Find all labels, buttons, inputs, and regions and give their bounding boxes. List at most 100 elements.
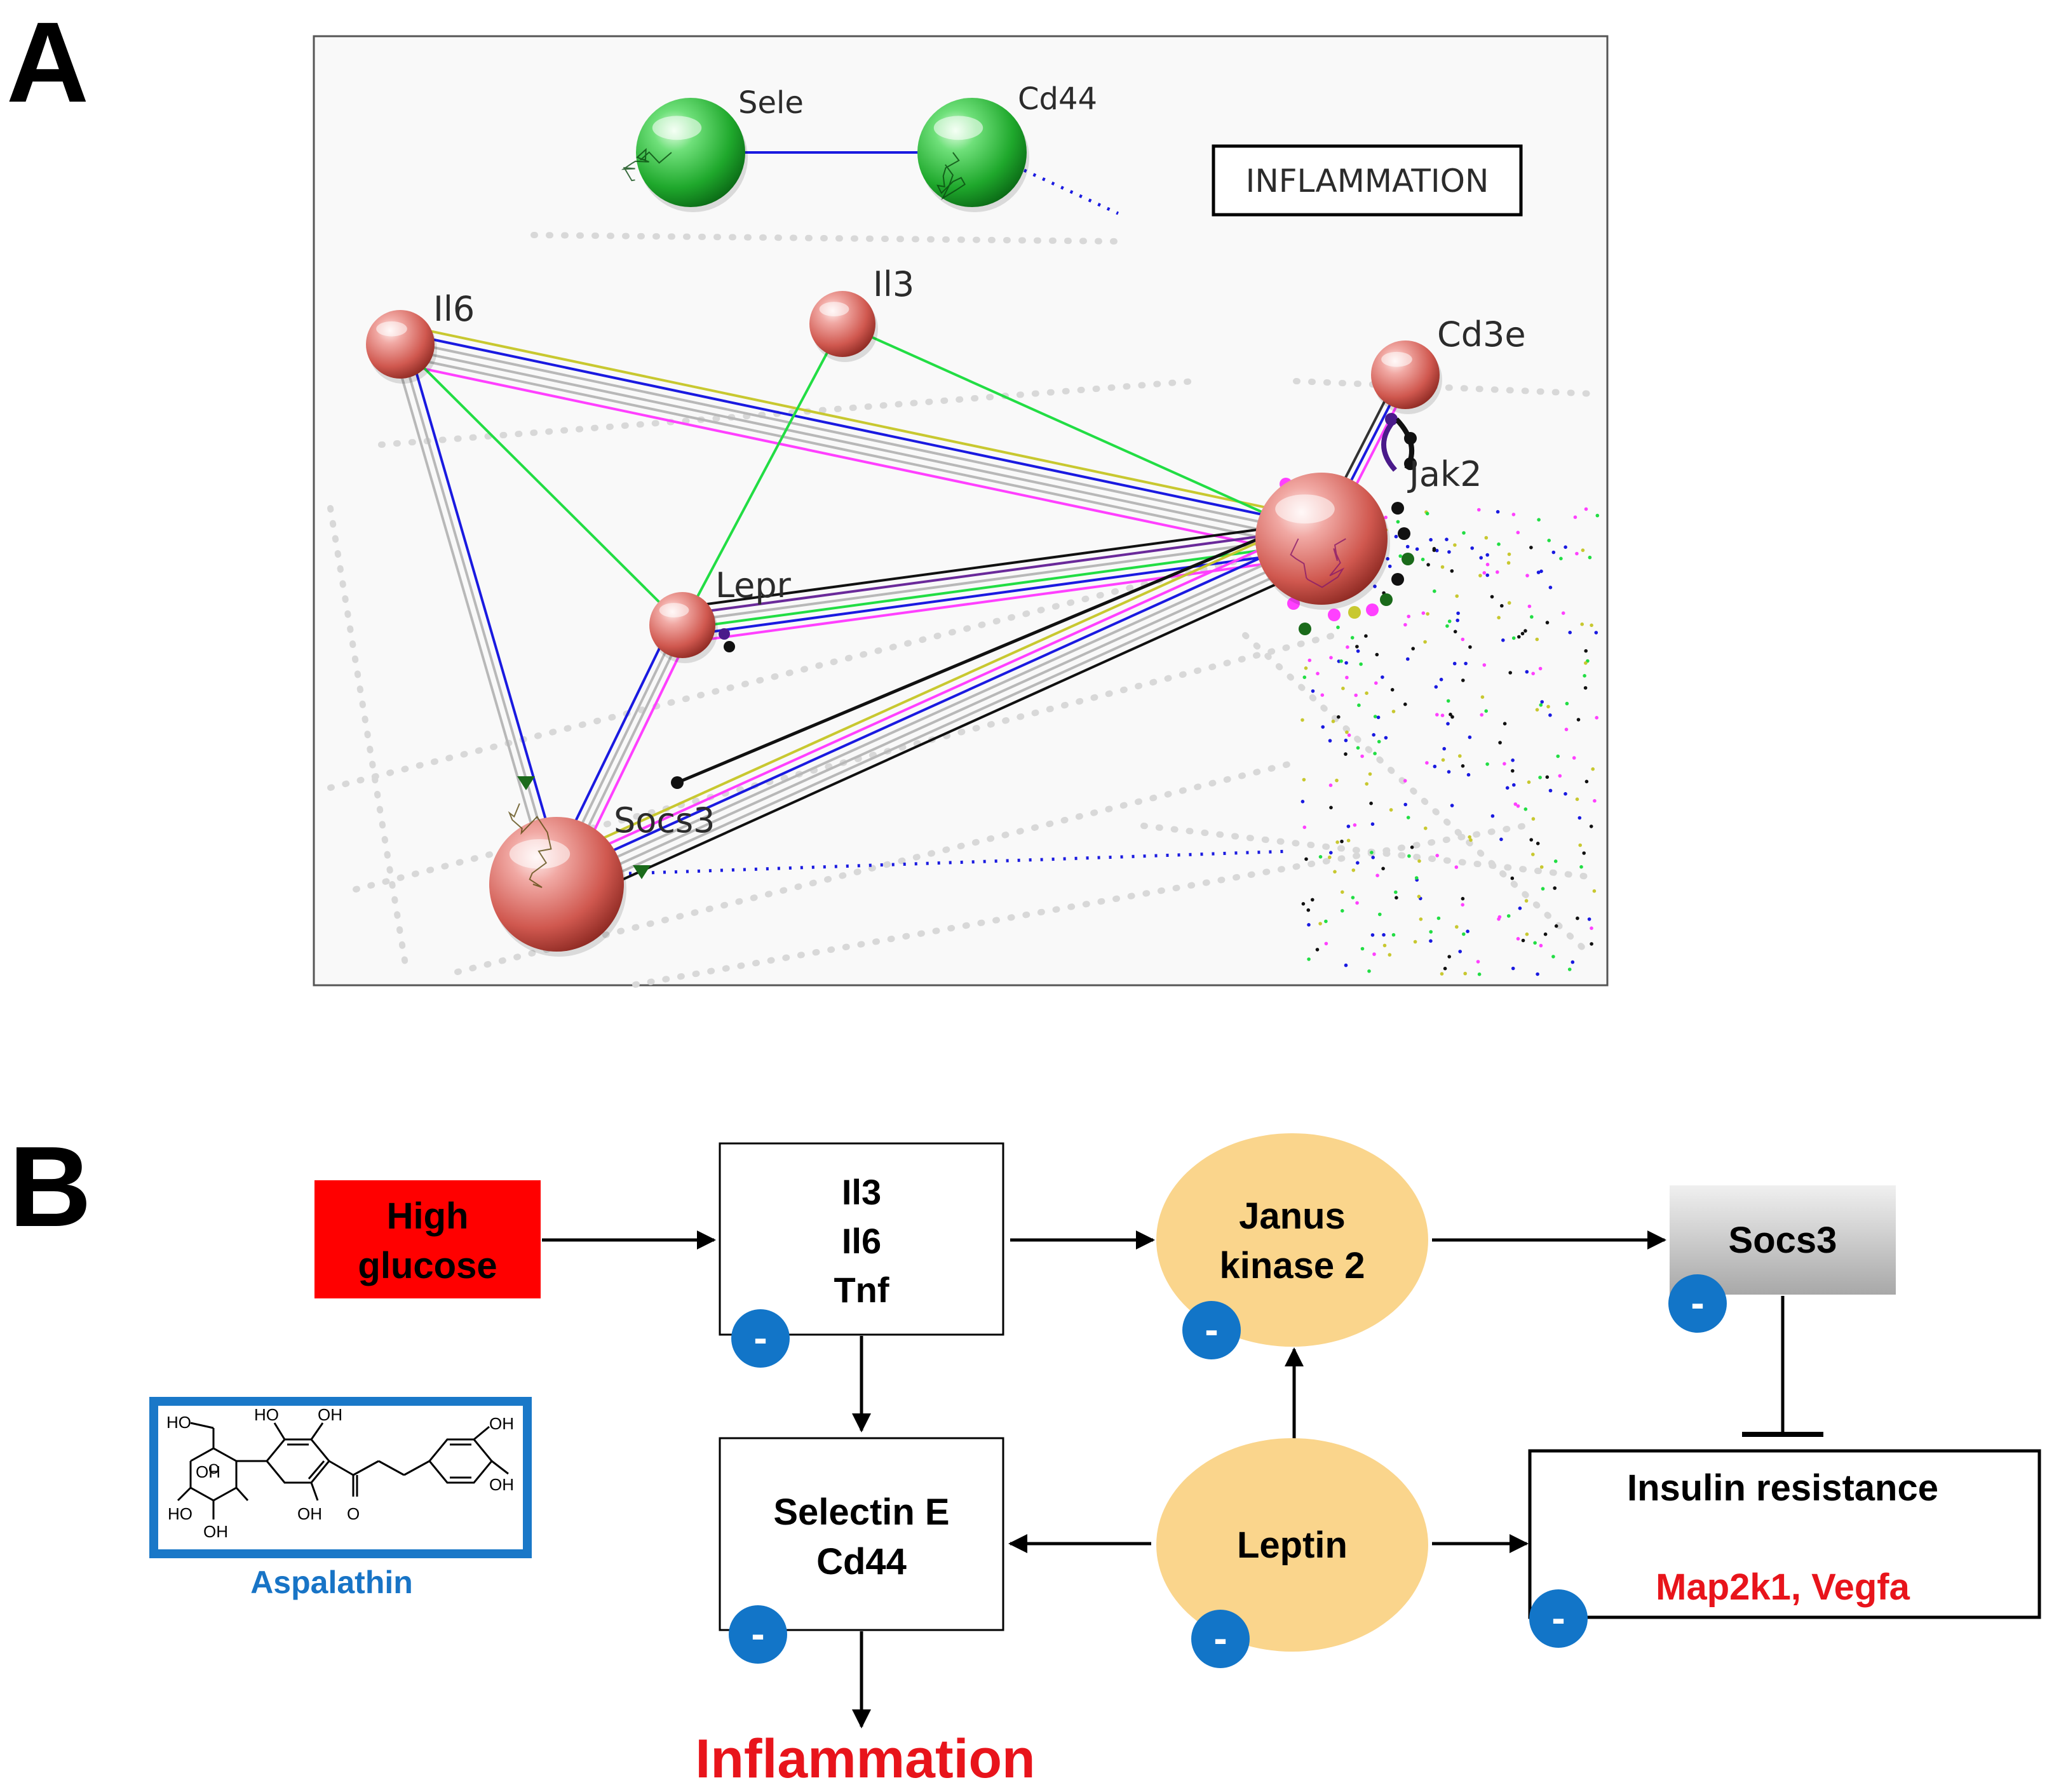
scatter-dot <box>1456 611 1460 616</box>
insulin-resistance-label: Insulin resistance <box>1627 1467 1938 1509</box>
aspalathin-name: Aspalathin <box>250 1565 413 1600</box>
scatter-dot <box>1378 912 1382 917</box>
aspalathin-structure: HO HO OH OH OH OH HO OH OH O O <box>149 1397 532 1558</box>
scatter-dot <box>1320 693 1325 697</box>
edge-il6-lepr <box>399 343 684 626</box>
edge-il6-socs3 <box>391 346 551 887</box>
edge-socs3-jak2 <box>565 558 1332 906</box>
scatter-dot <box>1344 963 1348 967</box>
scatter-dot <box>1395 896 1398 899</box>
scatter-dot <box>1377 739 1381 744</box>
scatter-dot <box>1447 550 1451 554</box>
aspalathin-frame <box>149 1397 532 1558</box>
edge-endpoint <box>1366 603 1379 616</box>
scatter-dot <box>1440 565 1445 569</box>
edge-endpoint <box>1380 593 1393 606</box>
edge-il6-socs3 <box>406 342 565 883</box>
scatter-dot <box>1344 661 1348 665</box>
scatter-dot <box>1346 839 1351 842</box>
scatter-dot <box>1461 896 1465 901</box>
minus-badge-socs3: - <box>1668 1274 1727 1333</box>
scatter-dot <box>1564 792 1567 796</box>
scatter-dot <box>1561 611 1565 615</box>
scatter-dot <box>1346 645 1349 649</box>
edge-socs3-jak2 <box>546 516 1313 865</box>
scatter-dot <box>1579 865 1583 869</box>
scatter-dot <box>1462 531 1466 535</box>
scatter-dot <box>1413 940 1417 944</box>
scatter-dot <box>1506 561 1511 565</box>
edge-endpoint <box>1328 609 1341 621</box>
network-node-il6 <box>366 310 437 384</box>
scatter-dot <box>1548 713 1552 717</box>
edge-socs3-jak2 <box>550 523 1316 872</box>
leptin-label: Leptin <box>1237 1525 1348 1566</box>
node-label-cd44: Cd44 <box>1018 81 1097 117</box>
scatter-dot <box>1500 603 1504 608</box>
edge-endpoint <box>671 776 684 789</box>
cd44-dotted-edge <box>1023 168 1119 215</box>
scatter-dot <box>1546 704 1550 709</box>
scatter-dot <box>1584 661 1588 665</box>
scatter-dot <box>1375 652 1379 657</box>
panel-letter-a: A <box>6 0 89 126</box>
pathway-arrows <box>542 1230 1823 1728</box>
scatter-dot <box>1414 876 1419 880</box>
edge-lepr-jak2 <box>682 534 1321 623</box>
high-glucose-line1: High <box>387 1196 469 1237</box>
scatter-dot <box>1445 537 1449 541</box>
scatter-dot <box>1426 612 1429 616</box>
node-highlight <box>652 116 702 140</box>
node-structure <box>1290 538 1346 588</box>
edge-lepr-jak2 <box>683 548 1323 637</box>
network-edges <box>391 151 1417 906</box>
scatter-dot <box>1583 674 1586 678</box>
scatter-dot <box>1468 645 1472 649</box>
scatter-dot <box>1374 681 1378 685</box>
scatter-dot <box>1441 758 1445 762</box>
scatter-dot <box>1480 713 1483 717</box>
node-structure <box>936 152 966 200</box>
scatter-dot <box>1538 666 1543 671</box>
scatter-dot <box>1533 941 1537 945</box>
scatter-dot <box>1304 666 1308 670</box>
scatter-dot <box>1394 890 1398 894</box>
scatter-dot <box>1345 675 1349 680</box>
node-sphere <box>649 592 715 658</box>
scatter-dot <box>1357 703 1361 707</box>
scatter-dot <box>1398 554 1402 558</box>
node-highlight <box>933 116 983 140</box>
scatter-dot <box>1525 670 1529 674</box>
scatter-dot <box>1468 735 1472 739</box>
scatter-dot <box>1499 837 1503 842</box>
edge-il6-socs3 <box>399 344 558 885</box>
scatter-dot <box>1541 887 1545 891</box>
inflammation-label: Inflammation <box>695 1728 1035 1789</box>
scatter-dot <box>1370 822 1375 826</box>
scatter-dot <box>1456 618 1459 623</box>
bg-dot-line <box>327 543 1299 791</box>
scatter-dot <box>1516 530 1520 535</box>
svg-text:-: - <box>751 1611 764 1657</box>
scatter-dot <box>1403 623 1407 627</box>
scatter-dot <box>1406 657 1410 661</box>
scatter-dot <box>1371 856 1375 859</box>
scatter-dot <box>1554 924 1558 928</box>
scatter-dot <box>1302 675 1307 679</box>
scatter-dot <box>1484 709 1488 713</box>
scatter-dot <box>1450 804 1454 807</box>
scatter-dot <box>1573 515 1577 519</box>
node-label-jak2: Jak2 <box>1407 454 1482 494</box>
scatter-dot <box>1476 960 1480 964</box>
scatter-dot <box>1375 873 1379 877</box>
scatter-dot <box>1351 896 1355 899</box>
scatter-dot <box>1529 546 1533 549</box>
scatter-dot <box>1588 555 1592 560</box>
network-node-il3 <box>809 291 878 362</box>
scatter-dot <box>1591 767 1595 771</box>
edge-il6-jak2 <box>400 339 1323 537</box>
scatter-dot <box>1551 955 1555 959</box>
scatter-dot <box>1364 634 1368 638</box>
scatter-dot <box>1593 798 1597 803</box>
scatter-dot <box>1351 868 1356 872</box>
